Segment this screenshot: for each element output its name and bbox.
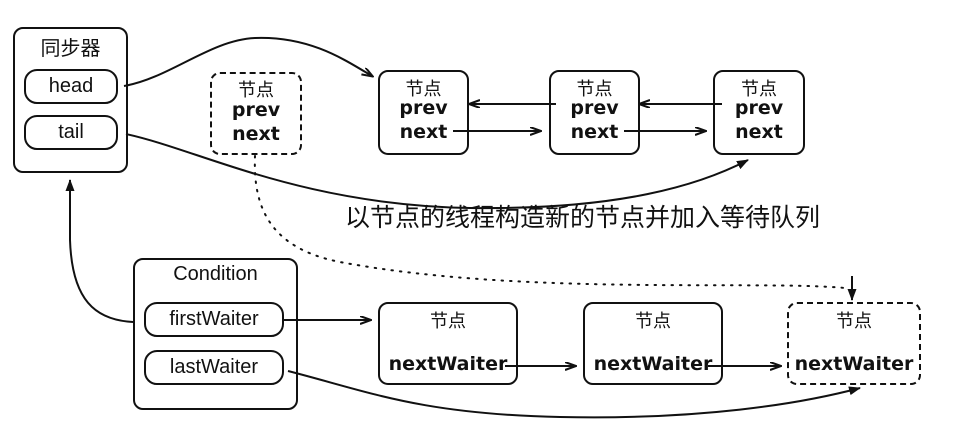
sync-field-tail[interactable]: tail [24,115,118,150]
queue-node-2-title: 节点 [576,79,613,100]
sync-field-tail-label: tail [58,121,84,143]
queue-node-2-box [549,70,640,155]
condition-field-firstwaiter[interactable]: firstWaiter [144,302,284,337]
sync-field-head[interactable]: head [24,69,118,104]
queue-node-1-prev: prev [399,97,448,119]
queue-node-1-title: 节点 [405,79,442,100]
pending-node-title: 节点 [238,80,274,101]
waiter-node-1-field: nextWaiter [388,353,508,375]
queue-node-3-prev: prev [734,97,784,119]
synchronizer-box [13,27,128,173]
queue-node-3-next: next [735,121,783,143]
condition-title: Condition [173,263,258,285]
edge-lastwaiter-to-new-waiter [287,370,861,419]
queue-node-2-next: next [570,121,619,143]
condition-field-lastwaiter[interactable]: lastWaiter [144,350,284,385]
pending-node-next: next [232,123,280,145]
edge-tail-to-last-node [125,133,749,210]
sync-field-head-label: head [48,75,94,97]
queue-node-2-prev: prev [570,97,619,119]
queue-node-1-box [378,70,469,155]
waiter-node-1-box [378,302,518,385]
waiter-node-3-title: 节点 [836,311,872,332]
flow-caption: 以节点的线程构造新的节点并加入等待队列 [345,203,821,232]
pending-node-box [210,72,302,155]
edge-new-node-flow [253,155,846,289]
pending-node-prev: prev [231,99,281,121]
condition-box [133,258,298,410]
edge-head-to-first-node [123,36,372,87]
queue-node-3-box [713,70,805,155]
synchronizer-title: 同步器 [40,36,101,60]
waiter-node-1-title: 节点 [430,311,466,332]
condition-field-firstwaiter-label: firstWaiter [169,308,259,330]
waiter-node-3-field: nextWaiter [794,353,914,375]
queue-node-1-next: next [399,121,448,143]
waiter-node-2-title: 节点 [635,311,671,332]
waiter-node-3-box [787,302,921,385]
edge-condition-to-sync [65,179,134,323]
waiter-node-2-box [583,302,723,385]
queue-node-3-title: 节点 [741,79,777,100]
waiter-node-2-field: nextWaiter [593,353,713,375]
condition-field-lastwaiter-label: lastWaiter [169,356,259,378]
